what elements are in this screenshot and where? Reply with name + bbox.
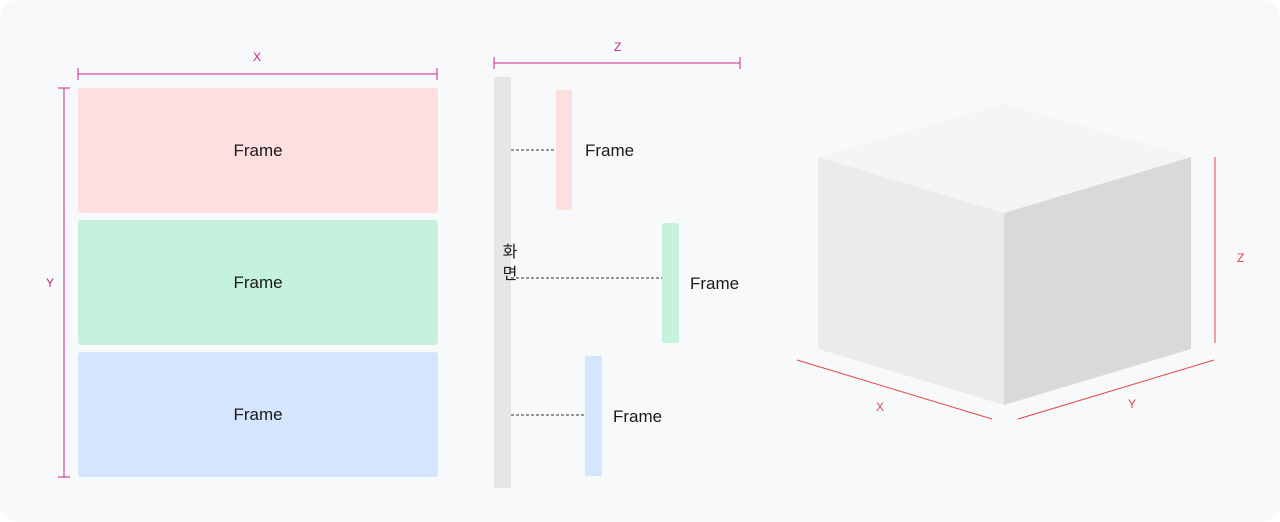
screen-plane xyxy=(494,77,511,488)
frame-label: Frame xyxy=(233,404,283,424)
frame-label: Frame xyxy=(233,140,283,160)
y-dimension-label: Y xyxy=(46,276,55,290)
cube-top-face xyxy=(818,104,1191,213)
front-frame-middle: Frame xyxy=(78,220,438,345)
side-frame-top xyxy=(556,90,572,210)
frame-label: Frame xyxy=(233,272,283,292)
cube-y-axis xyxy=(1017,359,1215,420)
x-dimension-label: X xyxy=(253,50,262,64)
side-frame-bottom xyxy=(585,356,602,476)
cube-x-axis xyxy=(796,359,993,420)
cube-z-label: Z xyxy=(1237,251,1245,265)
z-dimension-label: Z xyxy=(614,40,622,54)
side-frame-middle-label: Frame xyxy=(690,274,740,293)
side-frame-bottom-label: Frame xyxy=(613,407,663,426)
cube-y-label: Y xyxy=(1128,397,1137,411)
cube-left-face xyxy=(818,157,1004,405)
front-frame-bottom: Frame xyxy=(78,352,438,477)
side-frame-middle xyxy=(662,223,679,343)
side-frame-top-label: Frame xyxy=(585,141,635,160)
cube-x-label: X xyxy=(876,400,885,414)
cube-right-face xyxy=(1004,157,1191,405)
front-frame-top: Frame xyxy=(78,88,438,213)
